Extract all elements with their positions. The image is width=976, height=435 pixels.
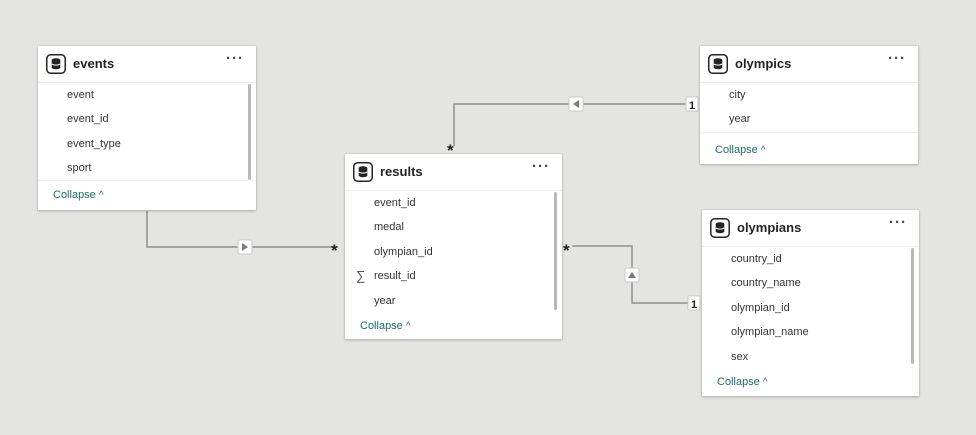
cardinality-many-results-events: * xyxy=(331,241,338,260)
table-card-header[interactable]: results ··· xyxy=(345,154,562,191)
field-item[interactable]: city xyxy=(729,89,746,101)
table-card-results[interactable]: results ··· event_id medal olympian_id ∑… xyxy=(345,154,562,339)
field-item-measure[interactable]: ∑ result_id xyxy=(345,264,562,288)
chevron-up-icon: ^ xyxy=(405,321,411,332)
collapse-label: Collapse xyxy=(715,144,758,156)
field-list: event_id medal olympian_id ∑ result_id ye… xyxy=(345,191,562,313)
field-item[interactable]: olympian_name xyxy=(731,326,809,339)
filter-direction-up-icon xyxy=(624,267,640,283)
field-item[interactable]: sex xyxy=(731,350,749,363)
divider xyxy=(38,180,256,181)
table-card-events[interactable]: events ··· event event_id event_type spo… xyxy=(38,46,256,210)
field-item[interactable]: event_type xyxy=(67,137,121,150)
scrollbar[interactable] xyxy=(248,84,251,180)
table-icon xyxy=(708,54,728,74)
filter-direction-left-icon xyxy=(568,96,584,112)
table-icon xyxy=(46,54,66,74)
collapse-label: Collapse xyxy=(717,376,760,388)
filter-direction-right-icon xyxy=(237,239,253,255)
collapse-button[interactable]: Collapse^ xyxy=(53,189,104,201)
table-icon xyxy=(353,162,373,182)
field-list: event event_id event_type sport xyxy=(38,83,256,181)
table-title: olympics xyxy=(735,56,792,71)
chevron-up-icon: ^ xyxy=(762,377,768,388)
collapse-label: Collapse xyxy=(360,320,403,332)
cardinality-many-results-olympians: * xyxy=(563,241,570,260)
sigma-icon: ∑ xyxy=(356,268,366,284)
more-options-icon[interactable]: ··· xyxy=(888,50,906,67)
field-item[interactable]: country_name xyxy=(731,277,801,290)
field-list: city year xyxy=(700,83,918,132)
field-item[interactable]: event_id xyxy=(67,113,109,126)
collapse-button[interactable]: Collapse^ xyxy=(715,144,766,156)
cardinality-one-olympics: 1 xyxy=(689,100,695,112)
relationship-line-olympics-results[interactable] xyxy=(453,103,690,146)
field-item[interactable]: event_id xyxy=(374,197,416,209)
table-card-olympians[interactable]: olympians ··· country_id country_name ol… xyxy=(702,210,919,396)
collapse-button[interactable]: Collapse^ xyxy=(717,376,768,388)
table-card-olympics[interactable]: olympics ··· city year Collapse^ xyxy=(700,46,918,164)
relationship-line-events-results[interactable] xyxy=(146,211,338,248)
more-options-icon[interactable]: ··· xyxy=(889,214,907,231)
field-item[interactable]: year xyxy=(374,294,396,307)
more-options-icon[interactable]: ··· xyxy=(226,50,244,67)
table-card-header[interactable]: olympians ··· xyxy=(702,210,919,247)
field-item[interactable]: sport xyxy=(67,162,92,175)
table-card-header[interactable]: olympics ··· xyxy=(700,46,918,83)
table-title: results xyxy=(380,164,423,179)
field-item[interactable]: medal xyxy=(374,221,404,234)
table-icon xyxy=(710,218,730,238)
chevron-up-icon: ^ xyxy=(98,190,104,201)
collapse-label: Collapse xyxy=(53,189,96,201)
table-title: events xyxy=(73,56,115,71)
table-title: olympians xyxy=(737,220,802,235)
collapse-button[interactable]: Collapse^ xyxy=(360,320,411,332)
field-item[interactable]: olympian_id xyxy=(731,301,790,314)
table-card-header[interactable]: events ··· xyxy=(38,46,256,83)
chevron-up-icon: ^ xyxy=(760,145,766,156)
field-item[interactable]: event xyxy=(67,89,94,101)
field-label: result_id xyxy=(374,270,416,283)
field-item[interactable]: country_id xyxy=(731,253,782,265)
field-item[interactable]: olympian_id xyxy=(374,245,433,258)
field-list: country_id country_name olympian_id olym… xyxy=(702,247,919,369)
field-item[interactable]: year xyxy=(729,113,751,126)
scrollbar[interactable] xyxy=(911,248,914,364)
divider xyxy=(700,132,918,133)
cardinality-one-olympians: 1 xyxy=(691,299,697,311)
cardinality-many-results-olympics: * xyxy=(447,141,454,160)
scrollbar[interactable] xyxy=(554,192,557,310)
more-options-icon[interactable]: ··· xyxy=(532,158,550,175)
